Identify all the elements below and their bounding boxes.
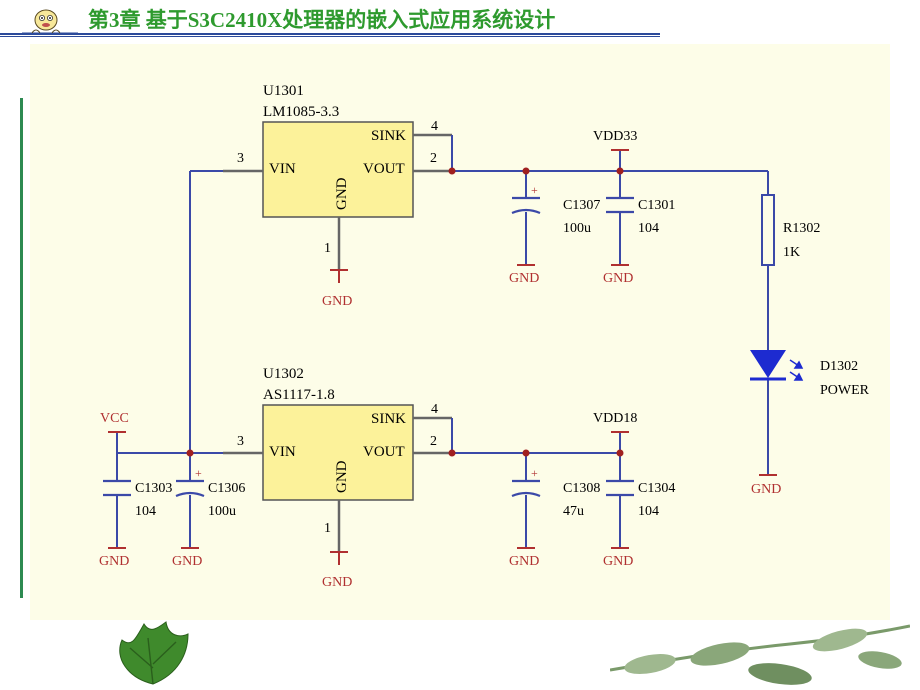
c1301-ref: C1301	[638, 198, 675, 213]
u1301-pin4-number: 4	[431, 119, 438, 134]
r1302-ref: R1302	[783, 221, 820, 236]
page-title: 第3章 基于S3C2410X处理器的嵌入式应用系统设计	[88, 8, 556, 32]
c1301-value: 104	[638, 221, 659, 236]
u1302-vout-pin-label: VOUT	[363, 444, 405, 460]
resistor-r1302: R1302 1K	[761, 194, 820, 266]
c1307-ref: C1307	[563, 198, 600, 213]
c1308-ref: C1308	[563, 481, 600, 496]
c1306-value: 100u	[208, 504, 236, 519]
c1303-ref: C1303	[135, 481, 172, 496]
capacitor-labels: C1307 100u C1301 104 C1308 47u C1304 104…	[135, 198, 675, 519]
u1302-ref-label: U1302	[263, 366, 304, 382]
vdd18-label: VDD18	[593, 411, 637, 426]
u1302-pin4-number: 4	[431, 402, 438, 417]
u1301-vout-pin-label: VOUT	[363, 161, 405, 177]
u1302-pin3-number: 3	[237, 434, 244, 449]
power-ports: VDD33 VDD18 VCC	[100, 129, 637, 433]
gnd-label-d1302: GND	[751, 482, 781, 497]
u1301-gnd-pin-label: GND	[334, 177, 350, 210]
gnd-label-c1308: GND	[509, 554, 539, 569]
led-d1302: D1302 POWER	[750, 350, 870, 398]
u1302-gnd-pin-label: GND	[334, 460, 350, 493]
regulator-u1301: U1301 LM1085-3.3 SINK VIN VOUT GND 4 3 2…	[237, 83, 438, 256]
gnd-label-u1301: GND	[322, 294, 352, 309]
gnd-label-c1306: GND	[172, 554, 202, 569]
svg-text:+: +	[531, 466, 538, 480]
c1308-value: 47u	[563, 504, 584, 519]
vine-decoration-icon	[610, 624, 910, 685]
c1304-value: 104	[638, 504, 659, 519]
c1306-ref: C1306	[208, 481, 245, 496]
r1302-value: 1K	[783, 245, 800, 260]
c1304-ref: C1304	[638, 481, 675, 496]
power-supply-schematic: U1301 LM1085-3.3 SINK VIN VOUT GND 4 3 2…	[30, 44, 890, 620]
u1301-part-label: LM1085-3.3	[263, 104, 339, 120]
ground-symbols	[108, 264, 777, 565]
title-underline	[0, 33, 660, 35]
c1307-value: 100u	[563, 221, 591, 236]
u1302-part-label: AS1117-1.8	[263, 387, 335, 403]
led-emission-arrows-icon	[789, 359, 804, 381]
slide-header: 第3章 基于S3C2410X处理器的嵌入式应用系统设计	[0, 0, 920, 40]
u1302-pin1-number: 1	[324, 521, 331, 536]
u1301-pin1-number: 1	[324, 241, 331, 256]
regulator-u1302: U1302 AS1117-1.8 SINK VIN VOUT GND 4 3 2…	[237, 366, 438, 536]
leaf-decoration-icon	[119, 621, 189, 685]
svg-text:+: +	[195, 466, 202, 480]
d1302-ref: D1302	[820, 359, 858, 374]
cartoon-face-icon	[22, 9, 78, 34]
vcc-label: VCC	[100, 411, 129, 426]
svg-text:+: +	[531, 183, 538, 197]
gnd-label-u1302: GND	[322, 575, 352, 590]
capacitor-symbols	[103, 196, 634, 498]
d1302-value: POWER	[820, 383, 870, 398]
nets	[116, 135, 769, 548]
u1301-sink-pin-label: SINK	[371, 128, 406, 144]
pin-stubs	[223, 133, 452, 552]
u1302-sink-pin-label: SINK	[371, 411, 406, 427]
u1301-pin3-number: 3	[237, 151, 244, 166]
junction-dots	[186, 167, 624, 457]
u1301-ref-label: U1301	[263, 83, 304, 99]
polarity-marks: + + +	[195, 183, 538, 480]
left-accent-bar	[20, 98, 23, 598]
u1301-pin2-number: 2	[430, 151, 437, 166]
u1302-pin2-number: 2	[430, 434, 437, 449]
gnd-label-c1303: GND	[99, 554, 129, 569]
gnd-label-c1304: GND	[603, 554, 633, 569]
c1303-value: 104	[135, 504, 156, 519]
u1301-vin-pin-label: VIN	[269, 161, 296, 177]
gnd-label-c1307: GND	[509, 271, 539, 286]
u1302-vin-pin-label: VIN	[269, 444, 296, 460]
gnd-label-c1301: GND	[603, 271, 633, 286]
ground-labels: GND GND GND GND GND GND GND GND GND	[99, 271, 781, 590]
vdd33-label: VDD33	[593, 129, 637, 144]
title-underline-thin	[0, 36, 660, 37]
